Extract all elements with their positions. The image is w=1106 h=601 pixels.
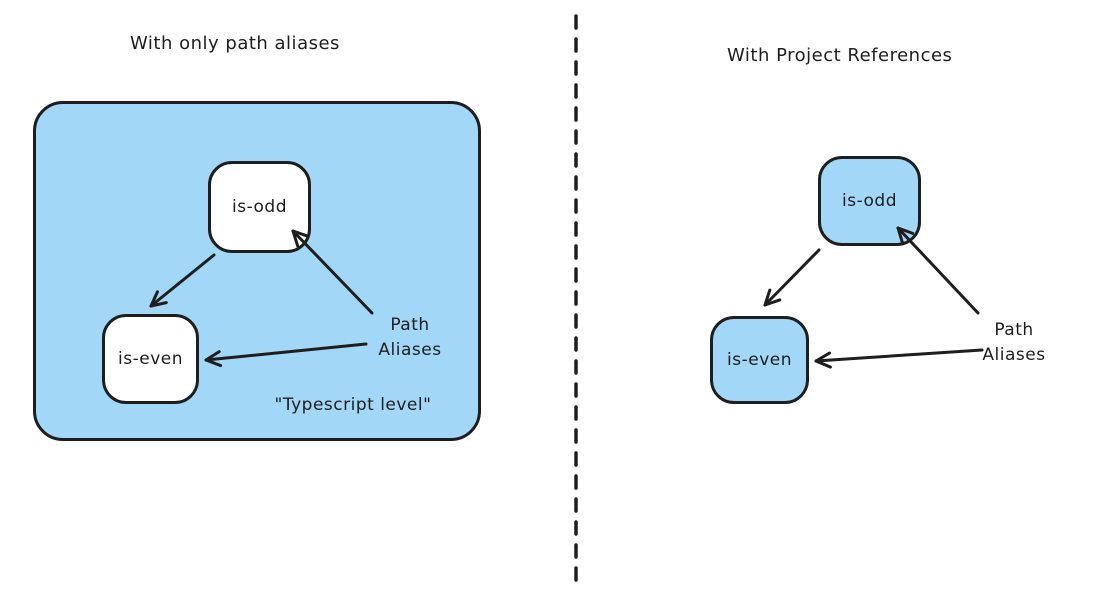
path-aliases-line1-left: Path <box>390 315 430 335</box>
node-is-even-right: is-even <box>710 316 809 404</box>
left-panel-title: With only path aliases <box>130 33 340 54</box>
arrow-pathaliases-to-iseven-right <box>814 348 984 369</box>
node-is-odd-right: is-odd <box>818 156 921 246</box>
path-aliases-line2-right: Aliases <box>982 345 1046 365</box>
path-aliases-label-right: Path Aliases <box>978 318 1050 368</box>
path-aliases-line1-right: Path <box>994 320 1034 340</box>
node-is-odd-left: is-odd <box>208 161 311 253</box>
right-panel-title: With Project References <box>727 45 953 66</box>
typescript-level-container <box>33 101 481 441</box>
typescript-level-label: "Typescript level" <box>274 395 432 415</box>
arrow-isodd-to-iseven-right <box>763 248 821 307</box>
path-aliases-line2-left: Aliases <box>378 340 442 360</box>
path-aliases-label-left: Path Aliases <box>372 313 448 363</box>
node-is-even-left: is-even <box>102 314 199 404</box>
